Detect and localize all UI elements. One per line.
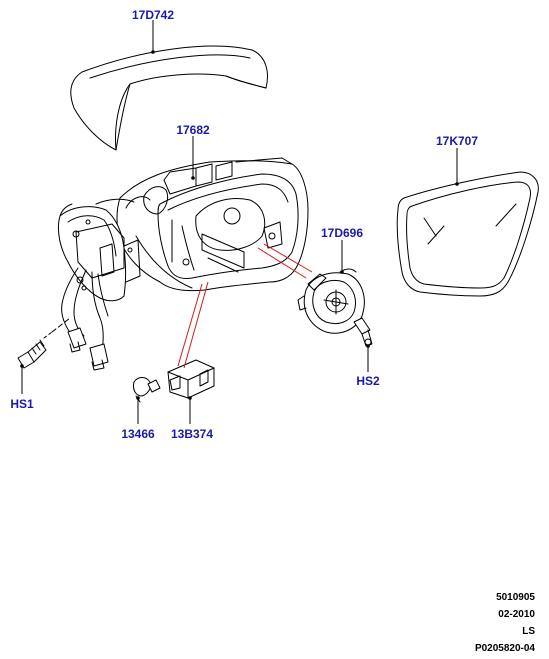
diagram-initials: LS (522, 626, 535, 637)
mirror-base-bracket (57, 198, 141, 302)
label-screw-hs1: HS1 (10, 397, 34, 411)
lamp-assembly (167, 359, 215, 399)
diagram-code: 5010905 (496, 592, 535, 603)
alignment-lines (177, 243, 313, 369)
leader-lines (21, 20, 458, 424)
wiring-harness (61, 267, 109, 371)
label-screw-hs2: HS2 (356, 374, 380, 388)
diagram-reference: P0205820-04 (474, 643, 535, 654)
diagram-date: 02-2010 (498, 609, 535, 620)
leader-dots (20, 50, 459, 400)
label-cover: 17D742 (132, 8, 174, 22)
actuator-motor (297, 268, 365, 334)
mirror-housing (116, 157, 309, 292)
label-glass: 17K707 (436, 134, 478, 148)
label-actuator: 17D696 (321, 226, 363, 240)
screw-hs1 (17, 317, 71, 369)
screw-hs2 (353, 317, 373, 347)
mirror-cover (70, 45, 268, 151)
mirror-glass (396, 171, 539, 297)
label-housing: 17682 (176, 123, 210, 137)
part-labels: 17D742 17682 17K707 17D696 HS2 HS1 13466… (10, 8, 478, 441)
label-bulb: 13466 (121, 427, 155, 441)
label-lamp: 13B374 (171, 427, 213, 441)
